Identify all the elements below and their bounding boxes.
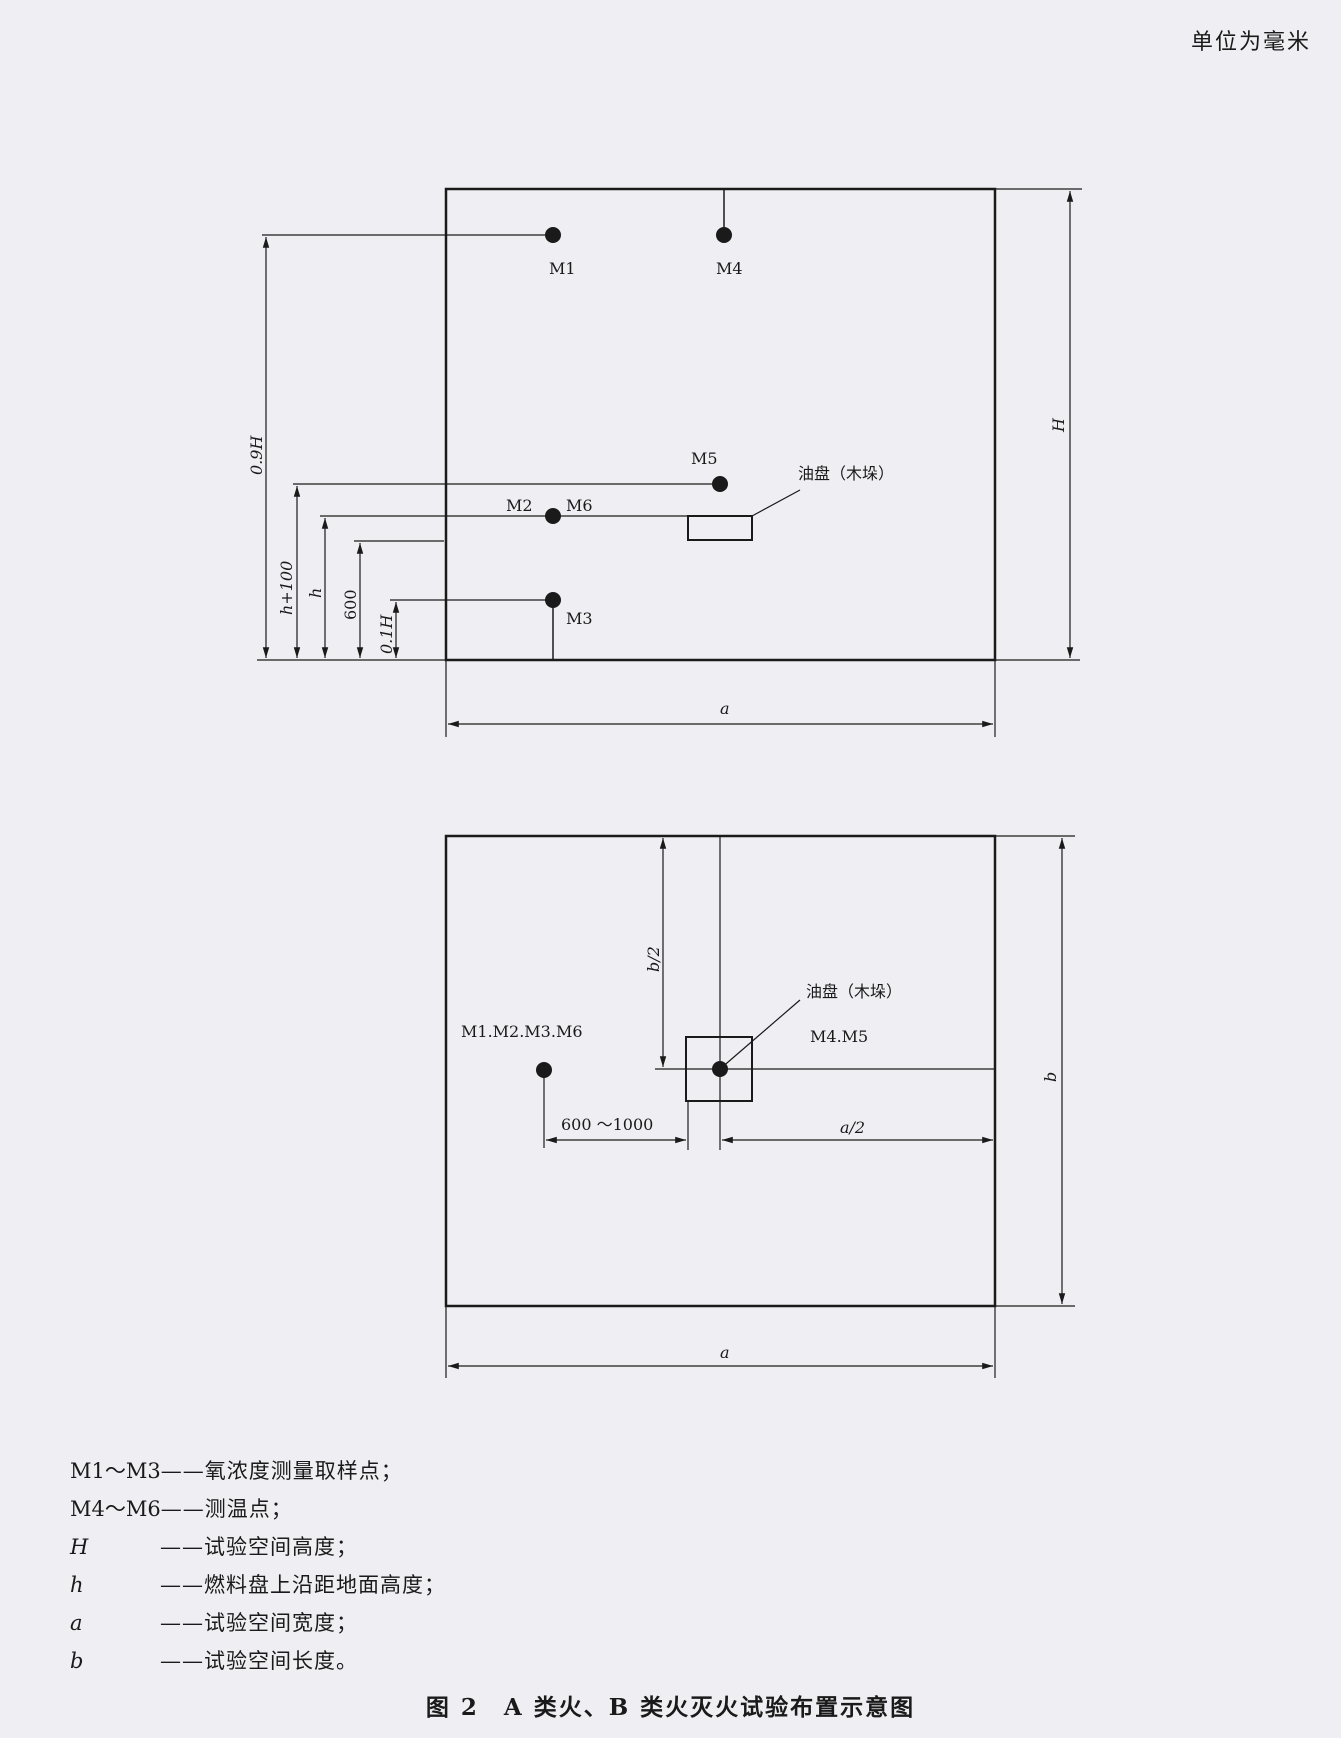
dim-label-600: 600 xyxy=(341,589,360,620)
test-layout-diagram: M1 M4 M5 M2 M6 M3 油盘（木垛） 0.9H h+100 h 60… xyxy=(247,187,1082,1378)
point-m4-m5 xyxy=(712,1061,728,1077)
label-m2: M2 xyxy=(506,496,533,515)
label-points-left: M1.M2.M3.M6 xyxy=(461,1022,583,1041)
dim-label-h: h xyxy=(306,588,325,598)
legend-row: M4～M6——测温点； xyxy=(70,1490,446,1528)
label-m3: M3 xyxy=(566,609,593,628)
dim-label-range: 600 ～1000 xyxy=(561,1115,653,1134)
figure-caption: 图 2 A 类火、B 类火灭火试验布置示意图 xyxy=(425,1694,916,1721)
legend-desc: ——试验空间长度。 xyxy=(160,1649,358,1673)
legend-desc: ——测温点； xyxy=(160,1497,293,1521)
point-m4 xyxy=(716,227,732,243)
dim-label-b-half: b/2 xyxy=(644,946,663,972)
point-m1-m2-m3-m6 xyxy=(536,1062,552,1078)
elevation-points xyxy=(545,227,732,608)
legend-desc: ——试验空间高度； xyxy=(160,1535,358,1559)
legend-desc: ——燃料盘上沿距地面高度； xyxy=(160,1573,446,1597)
point-m5 xyxy=(712,476,728,492)
legend-key: H xyxy=(70,1535,89,1559)
elevation-view xyxy=(257,187,1082,737)
oil-tray-elevation xyxy=(687,515,753,541)
plan-points xyxy=(536,1061,728,1078)
dim-label-a-elevation: a xyxy=(720,699,730,718)
tray-leader-elevation xyxy=(751,489,801,517)
dim-label-a-half: a/2 xyxy=(840,1118,865,1137)
point-m1 xyxy=(545,227,561,243)
dim-label-b: b xyxy=(1041,1072,1060,1082)
legend: M1～M3——氧浓度测量取样点； M4～M6——测温点； H——试验空间高度； … xyxy=(70,1452,446,1680)
legend-key: M4～M6 xyxy=(70,1497,161,1521)
tray-leader-plan xyxy=(719,999,801,1070)
label-oil-tray-elevation: 油盘（木垛） xyxy=(798,464,894,483)
dim-label-h100: h+100 xyxy=(277,561,296,615)
legend-row: b ——试验空间长度。 xyxy=(70,1642,446,1680)
legend-row: H ——试验空间高度； xyxy=(70,1528,446,1566)
point-m2-m6 xyxy=(545,508,561,524)
legend-desc: ——氧浓度测量取样点； xyxy=(160,1459,403,1483)
legend-desc: ——试验空间宽度； xyxy=(160,1611,358,1635)
label-m4: M4 xyxy=(716,259,743,278)
label-m6: M6 xyxy=(566,496,593,515)
dim-label-H: H xyxy=(1049,417,1068,433)
label-m1: M1 xyxy=(549,259,576,278)
legend-key: M1～M3 xyxy=(70,1459,161,1483)
label-points-center: M4.M5 xyxy=(810,1027,868,1046)
dim-label-01H: 0.1H xyxy=(377,614,396,654)
legend-row: h ——燃料盘上沿距地面高度； xyxy=(70,1566,446,1604)
legend-row: a ——试验空间宽度； xyxy=(70,1604,446,1642)
legend-key: a xyxy=(70,1611,83,1635)
legend-row: M1～M3——氧浓度测量取样点； xyxy=(70,1452,446,1490)
plan-view xyxy=(444,834,1075,1378)
label-oil-tray-plan: 油盘（木垛） xyxy=(806,982,902,1001)
label-m5: M5 xyxy=(691,449,718,468)
unit-note: 单位为毫米 xyxy=(1190,30,1311,55)
dim-label-09H: 0.9H xyxy=(247,435,266,475)
dim-label-a-plan: a xyxy=(720,1343,730,1362)
legend-key: h xyxy=(70,1573,84,1597)
legend-key: b xyxy=(70,1649,84,1673)
oil-tray-plan xyxy=(685,1036,753,1102)
point-m3 xyxy=(545,592,561,608)
